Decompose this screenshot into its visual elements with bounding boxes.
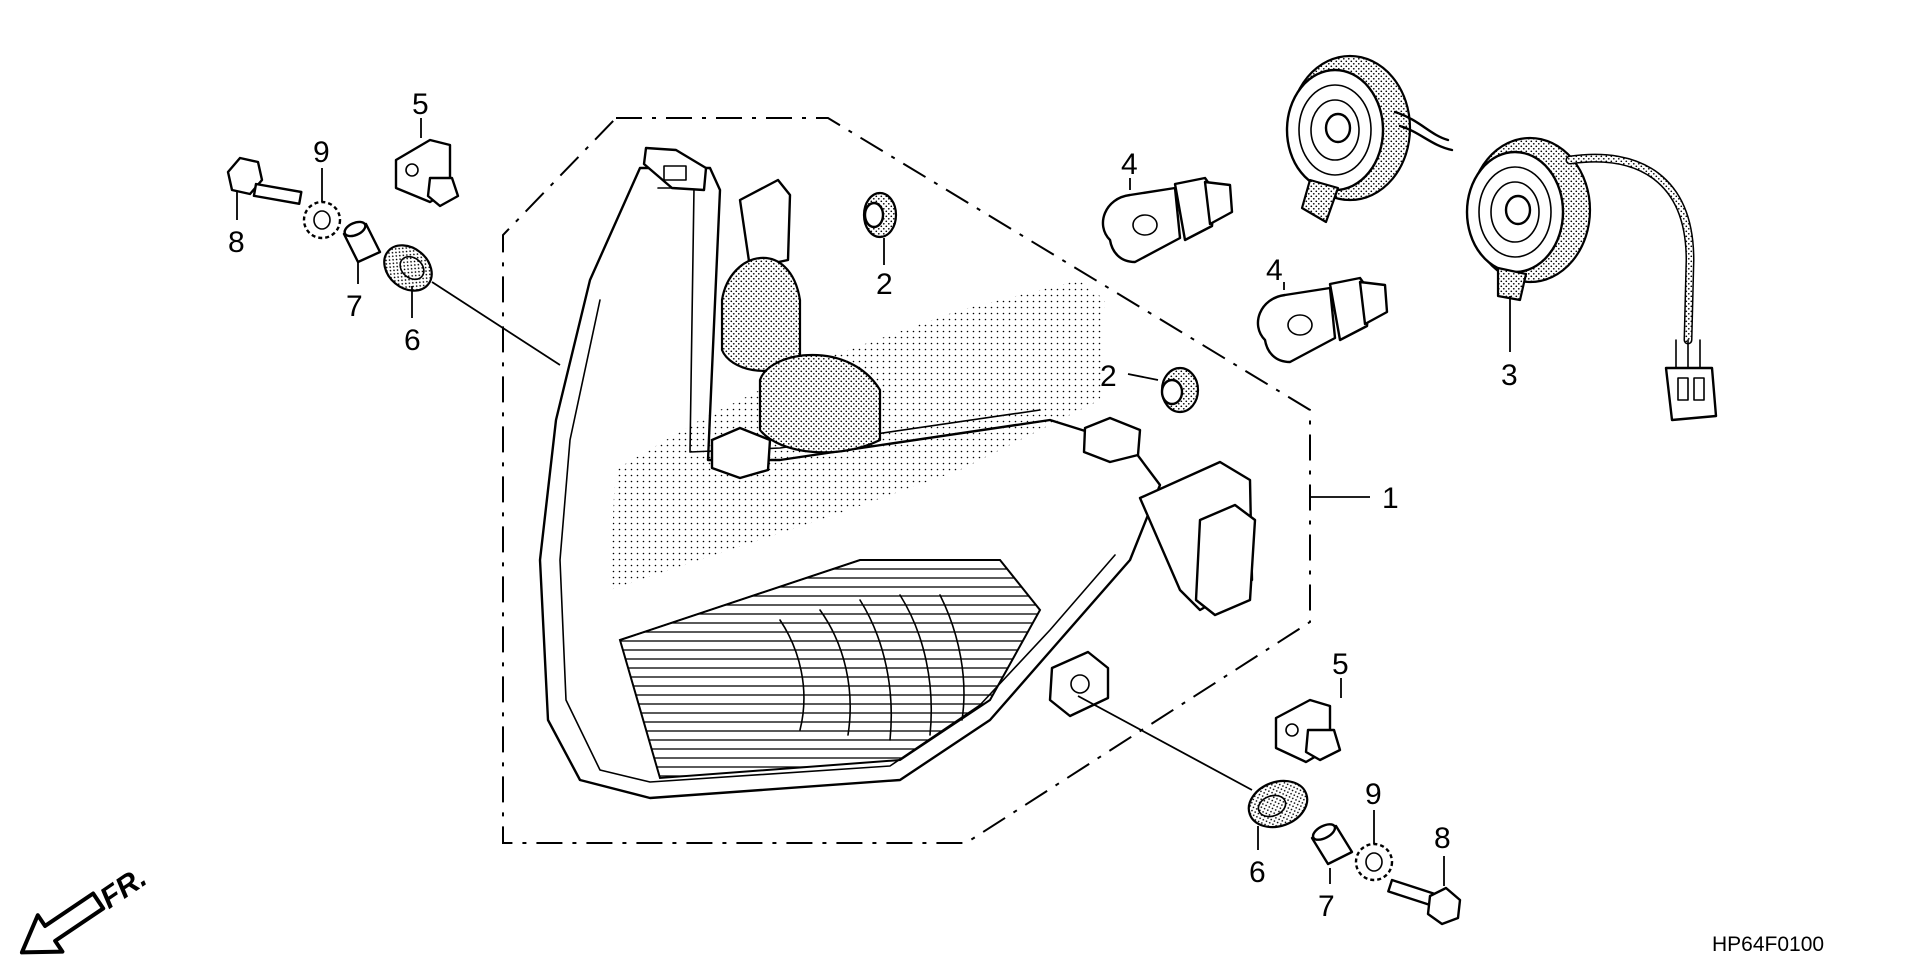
bracket-left bbox=[394, 138, 460, 208]
callout-7-left: 7 bbox=[346, 290, 363, 323]
callout-4-upper: 4 bbox=[1121, 148, 1138, 181]
callout-5-right: 5 bbox=[1332, 648, 1349, 681]
washer-left bbox=[302, 200, 342, 240]
callout-6-left: 6 bbox=[404, 324, 421, 357]
diagram-code: HP64F0100 bbox=[1712, 933, 1824, 956]
collar-right bbox=[1310, 823, 1354, 866]
arrow-front-icon bbox=[19, 891, 106, 955]
callout-6-right: 6 bbox=[1249, 856, 1266, 889]
callout-8-left: 8 bbox=[228, 226, 245, 259]
leader-lines bbox=[236, 118, 1511, 886]
callout-4-lower: 4 bbox=[1266, 254, 1283, 287]
callout-9-right: 9 bbox=[1365, 778, 1382, 811]
callout-7-right: 7 bbox=[1318, 890, 1335, 923]
bracket-right bbox=[1274, 698, 1342, 764]
collar-left bbox=[342, 220, 382, 264]
bolt-right bbox=[1387, 878, 1462, 926]
grommet-right bbox=[1247, 779, 1309, 829]
washer-right bbox=[1354, 842, 1394, 882]
callout-8-right: 8 bbox=[1434, 822, 1451, 855]
headlight-unit bbox=[538, 146, 1257, 800]
assembly-boundary bbox=[502, 117, 1311, 844]
callout-9-left: 9 bbox=[313, 136, 330, 169]
grommet-upper bbox=[862, 191, 898, 239]
bulb-lower bbox=[1256, 276, 1389, 364]
bolt-left bbox=[226, 156, 303, 206]
front-direction-indicator: FR. bbox=[19, 861, 153, 955]
grommet-left bbox=[383, 244, 433, 292]
socket-harness bbox=[1285, 54, 1718, 422]
bulb-upper bbox=[1101, 176, 1234, 264]
callout-1: 1 bbox=[1382, 482, 1399, 515]
callout-2-upper: 2 bbox=[876, 268, 893, 301]
callout-2-lower: 2 bbox=[1100, 360, 1117, 393]
grommet-lower bbox=[1160, 366, 1200, 414]
callout-3: 3 bbox=[1501, 359, 1518, 392]
callout-5-left: 5 bbox=[412, 88, 429, 121]
